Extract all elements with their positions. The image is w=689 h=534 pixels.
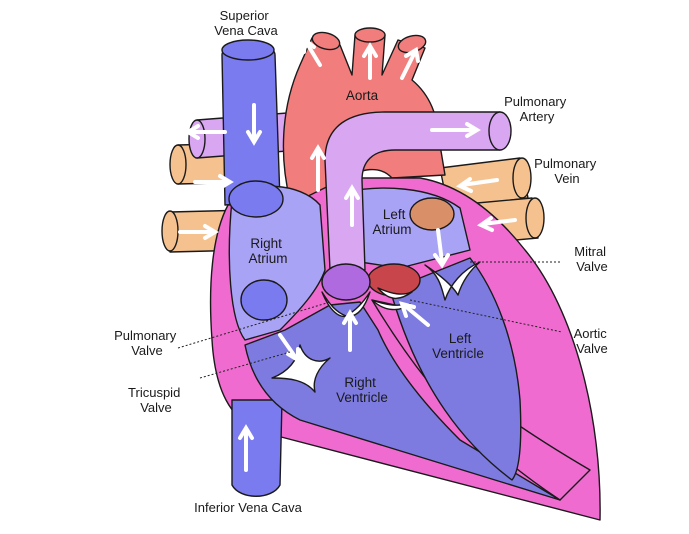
leader-lines [177,261,563,379]
pulmonary-valve [321,263,371,318]
label-right-atrium: Right Atrium [248,236,287,266]
label-aortic-valve: Aortic Valve [574,326,611,356]
label-pulmonary-artery: Pulmonary Artery [504,94,570,124]
inferior-vena-cava-opening [240,279,288,321]
flow-arrows [178,36,517,472]
aortic-valve [367,263,421,311]
label-right-ventricle: Right Ventricle [336,375,388,405]
label-left-ventricle: Left Ventricle [432,331,484,361]
superior-vena-cava-opening [228,180,284,218]
label-pulmonary-valve: Pulmonary Valve [114,328,180,358]
right-ventricle-chamber [244,301,561,501]
label-aorta: Aorta [346,88,379,103]
label-left-atrium: Left Atrium [372,207,411,237]
label-mitral-valve: Mitral Valve [574,244,609,274]
vena-cava [221,39,283,497]
label-inferior-vena-cava: Inferior Vena Cava [194,500,302,515]
left-ventricle-chamber [391,257,522,481]
pulmonary-vein-opening [409,197,455,231]
label-pulmonary-vein: Pulmonary Vein [534,156,600,186]
label-superior-vena-cava: Superior Vena Cava [214,8,278,38]
label-tricuspid-valve: Tricuspid Valve [128,385,184,415]
pulmonary-artery [324,111,512,271]
